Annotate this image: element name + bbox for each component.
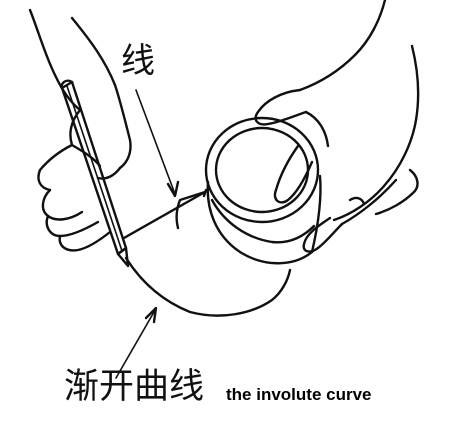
string-line (122, 190, 207, 240)
line-label: 线 (121, 41, 155, 81)
arrow-to-line (135, 89, 180, 198)
pencil-icon (60, 79, 130, 268)
cylinder-icon (175, 116, 322, 265)
involute-curve-label-cn: 渐开曲线 (64, 367, 205, 407)
right-hand-icon (254, 0, 420, 253)
arrow-to-involute (115, 306, 158, 379)
left-hand-icon (28, 8, 132, 252)
involute-curve-label-en: the involute curve (226, 385, 372, 404)
involute-curve (124, 256, 292, 317)
